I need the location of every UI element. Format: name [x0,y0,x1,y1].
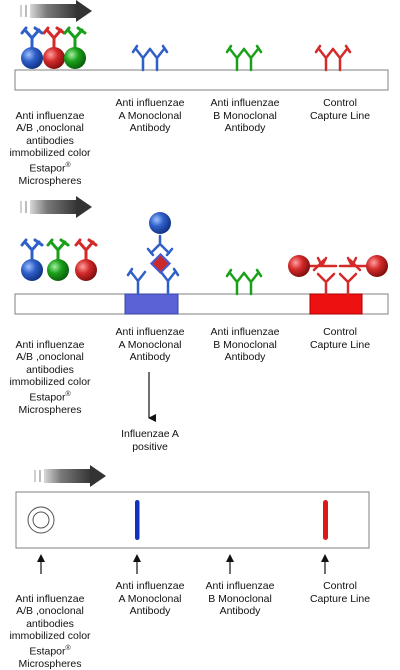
control-label: Control Capture Line [309,580,371,605]
red-microsphere-antibody [42,26,66,69]
test-b-label: Anti influenzae B Monoclonal Antibody [210,97,280,134]
conjugate-label-last: Microspheres [18,403,82,416]
antigen-icon [149,252,172,275]
conjugate-label-text: Anti influenzae A/B ,onoclonal antibodie… [9,109,91,175]
conjugate-label-text: Anti influenzae A/B ,onoclonal antibodie… [9,592,91,658]
conjugate-label-last: Microspheres [18,657,82,670]
flow-arrow-icon [34,465,106,487]
antibody-b-icon [225,44,263,72]
flow-arrow-icon [20,0,92,22]
result-label: Influenzae A positive [121,428,179,453]
blue-microsphere-antibody [20,26,44,69]
panel-3 [15,465,370,574]
sandwich-complex-a [126,212,180,296]
registered-mark: ® [65,390,71,398]
test-a-label: Anti influenzae A Monoclonal Antibody [115,326,185,363]
conjugate-label: Anti influenzae A/B ,onoclonal antibodie… [0,97,100,187]
sample-well-icon [27,506,55,534]
red-microsphere-antibody [74,238,98,281]
antibody-b-icon [225,268,263,296]
antibody-a-icon [131,44,169,72]
control-line [323,500,328,540]
conjugate-label: Anti influenzae A/B ,onoclonal antibodie… [0,580,100,670]
flow-arrow-icon [20,196,92,218]
test-strip [14,293,389,315]
conjugate-label-last: Microspheres [18,174,82,187]
result-line-a [135,500,140,540]
control-antibody-icon [314,44,352,72]
conjugate-particles [20,238,98,281]
test-a-label: Anti influenzae A Monoclonal Antibody [115,580,185,617]
control-capture-complex [288,255,388,296]
panel-1 [14,0,389,91]
test-strip [14,69,389,91]
control-band [309,293,363,315]
control-label: Control Capture Line [309,97,371,122]
test-b-label: Anti influenzae B Monoclonal Antibody [210,326,280,363]
test-cassette [15,491,370,549]
green-microsphere-antibody [63,26,87,69]
conjugate-label-text: Anti influenzae A/B ,onoclonal antibodie… [9,338,91,404]
control-label: Control Capture Line [309,326,371,351]
test-a-label: Anti influenzae A Monoclonal Antibody [115,97,185,134]
conjugate-particles [20,26,87,69]
registered-mark: ® [65,161,71,169]
pointer-arrows [37,554,329,574]
registered-mark: ® [65,644,71,652]
blue-microsphere-antibody [20,238,44,281]
test-band-a [124,293,179,315]
test-b-label: Anti influenzae B Monoclonal Antibody [205,580,275,617]
conjugate-label: Anti influenzae A/B ,onoclonal antibodie… [0,326,100,416]
panel-2 [14,196,389,422]
green-microsphere-antibody [46,238,70,281]
